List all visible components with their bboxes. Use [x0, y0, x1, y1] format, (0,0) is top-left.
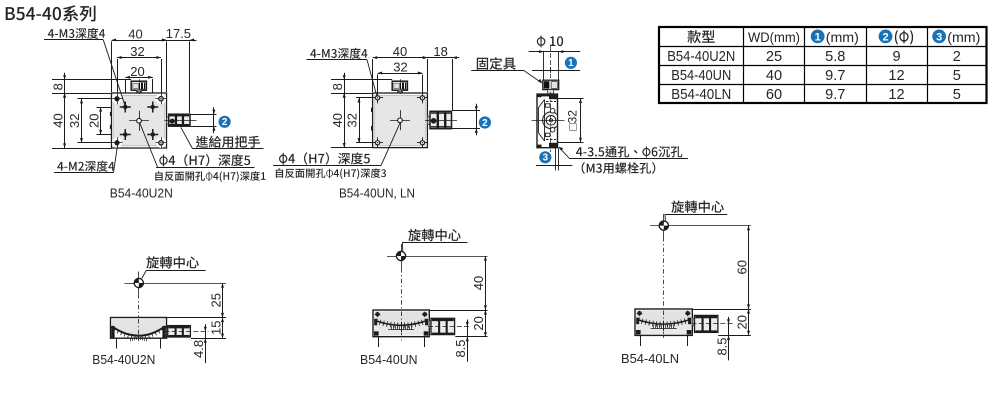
svg-text:5.8: 5.8 — [825, 49, 845, 65]
svg-text:5: 5 — [953, 87, 961, 103]
svg-text:18: 18 — [433, 44, 447, 59]
svg-text:B54-40UN, LN: B54-40UN, LN — [339, 185, 415, 200]
svg-text:2: 2 — [222, 117, 228, 128]
svg-text:B54-40U2N: B54-40U2N — [110, 185, 173, 200]
svg-text:8: 8 — [50, 83, 65, 90]
svg-text:B54-40UN: B54-40UN — [360, 352, 418, 367]
svg-text:B54-40LN: B54-40LN — [671, 87, 731, 103]
svg-text:12: 12 — [888, 68, 904, 84]
svg-text:3: 3 — [543, 153, 549, 164]
svg-text:12: 12 — [888, 87, 904, 103]
svg-text:20: 20 — [734, 315, 749, 329]
svg-text:32: 32 — [67, 114, 82, 128]
svg-text:40: 40 — [471, 276, 486, 290]
svg-text:25: 25 — [766, 49, 782, 65]
svg-text:40: 40 — [128, 27, 142, 42]
svg-text:40: 40 — [393, 44, 407, 59]
svg-text:(mm): (mm) — [826, 30, 859, 46]
svg-text:32: 32 — [393, 60, 407, 75]
svg-text:8: 8 — [330, 83, 345, 90]
svg-text:40: 40 — [50, 113, 65, 127]
svg-text:(mm): (mm) — [947, 30, 980, 46]
svg-text:8.5: 8.5 — [453, 339, 468, 357]
svg-text:WD(mm): WD(mm) — [748, 30, 800, 46]
svg-text:B54-40LN: B54-40LN — [621, 351, 679, 366]
svg-text:9: 9 — [892, 49, 900, 65]
svg-text:20: 20 — [471, 316, 486, 330]
svg-text:32: 32 — [345, 113, 360, 127]
svg-text:2: 2 — [953, 49, 961, 65]
svg-text:25: 25 — [208, 293, 223, 307]
svg-text:15: 15 — [208, 321, 223, 335]
svg-text:20: 20 — [86, 114, 101, 128]
svg-text:2: 2 — [482, 118, 488, 129]
svg-text:60: 60 — [734, 260, 749, 274]
svg-text:60: 60 — [766, 87, 782, 103]
svg-text:1: 1 — [815, 31, 821, 43]
svg-text:8.5: 8.5 — [714, 337, 729, 355]
svg-text:B54-40UN: B54-40UN — [671, 68, 731, 84]
svg-text:1: 1 — [568, 58, 574, 69]
svg-text:40: 40 — [766, 68, 782, 84]
svg-text:9.7: 9.7 — [825, 87, 845, 103]
svg-text:B54-40U2N: B54-40U2N — [92, 352, 155, 367]
svg-text:4.8: 4.8 — [191, 340, 206, 358]
svg-text:17.5: 17.5 — [166, 26, 191, 41]
svg-text:5: 5 — [953, 68, 961, 84]
svg-text:□32: □32 — [566, 110, 580, 131]
svg-text:3: 3 — [936, 31, 942, 43]
svg-text:40: 40 — [330, 113, 345, 127]
svg-text:9.7: 9.7 — [825, 68, 845, 84]
svg-text:B54-40U2N: B54-40U2N — [667, 49, 735, 65]
svg-text:32: 32 — [130, 44, 144, 59]
svg-text:20: 20 — [130, 64, 144, 79]
svg-text:2: 2 — [882, 31, 888, 43]
